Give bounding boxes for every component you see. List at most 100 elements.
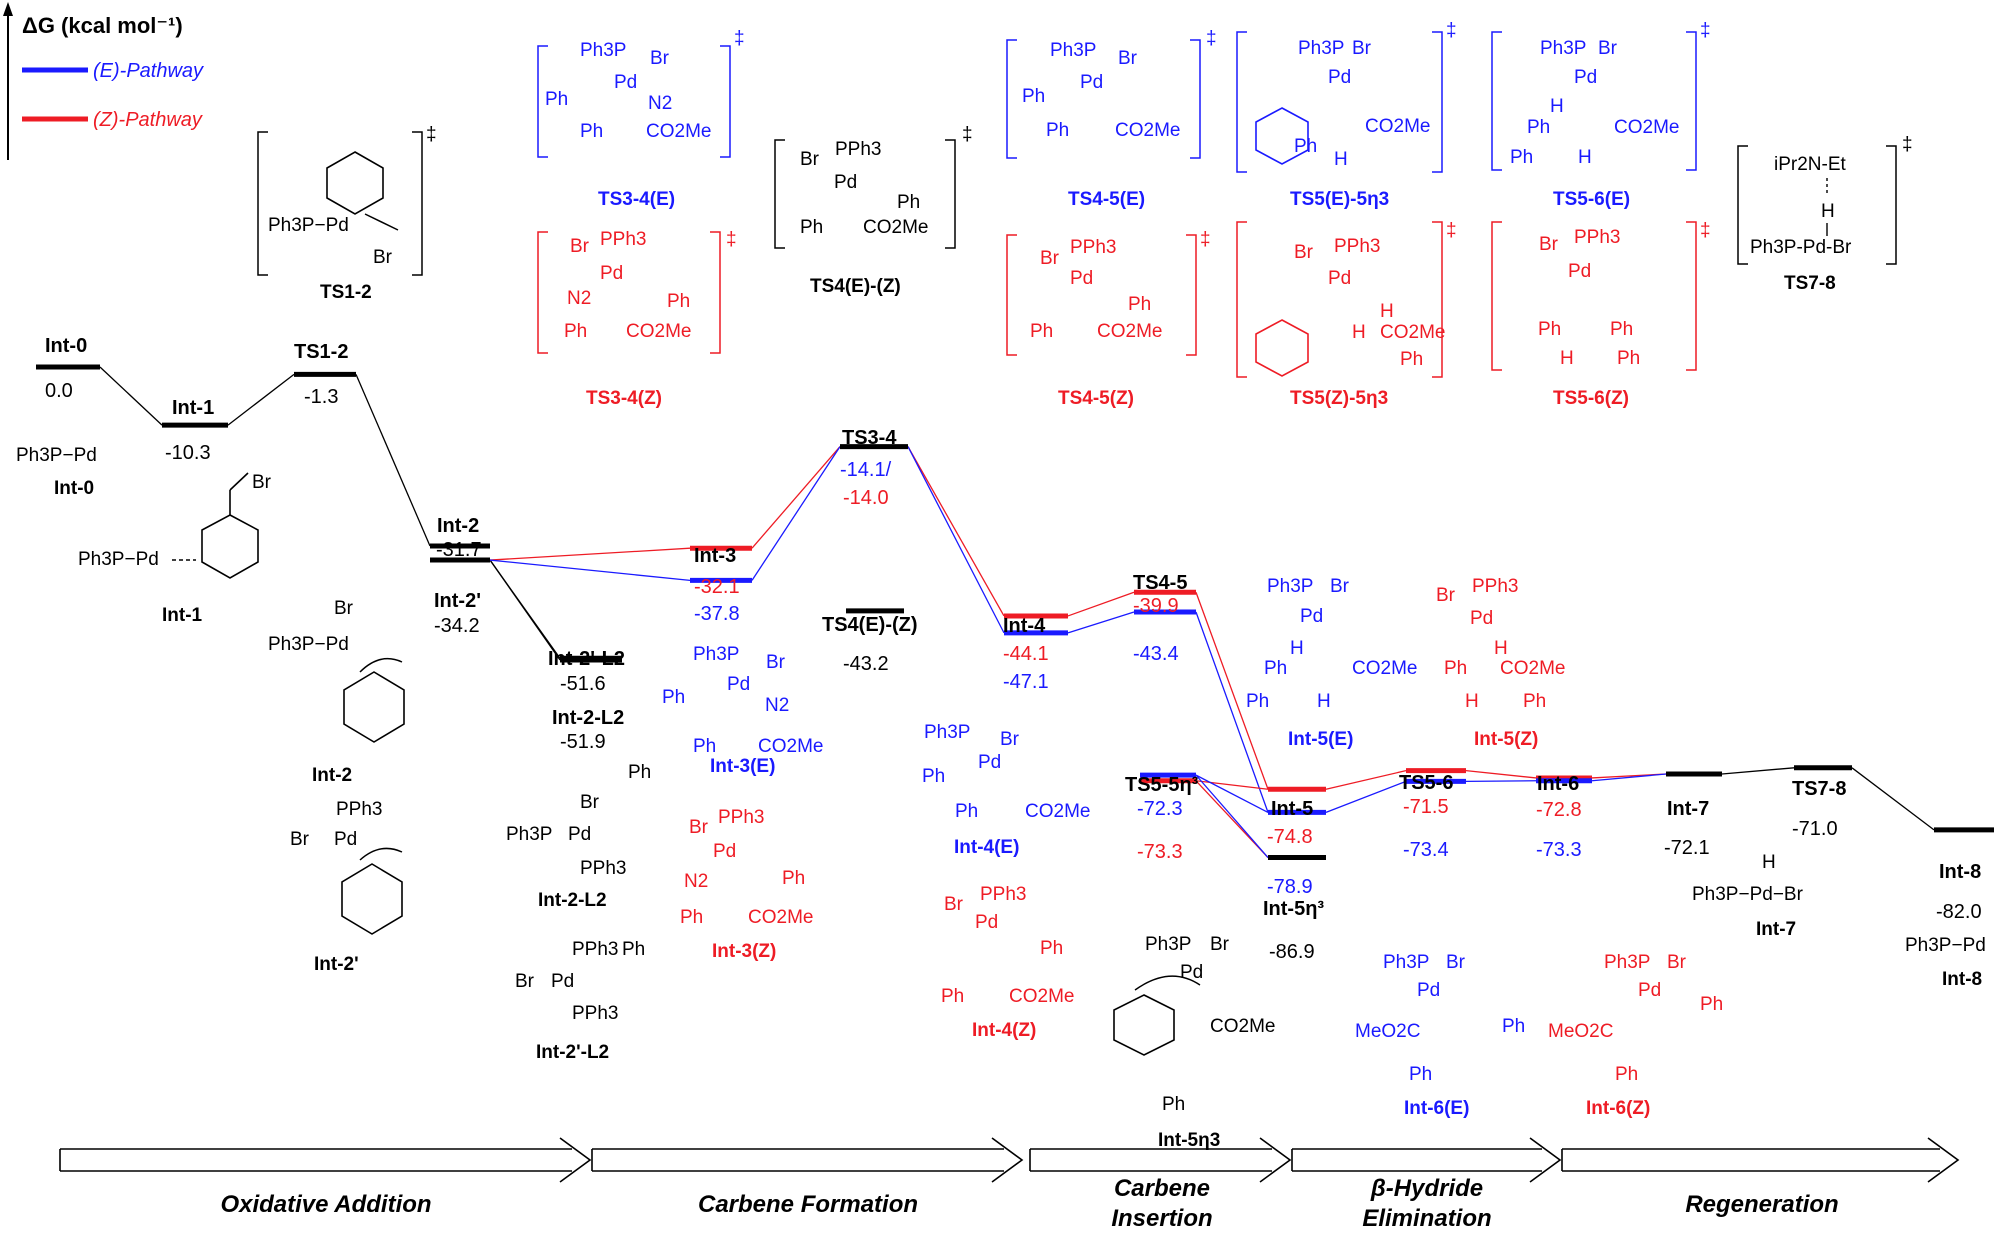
- energy-levels: [36, 364, 1994, 861]
- svg-text:H: H: [1380, 301, 1394, 322]
- svg-text:H: H: [1465, 691, 1479, 712]
- svg-text:Ph: Ph: [941, 986, 964, 1007]
- svg-text:Pd: Pd: [1328, 268, 1351, 289]
- structure-int1: Ph3P−Pd Br Int-1: [78, 472, 272, 626]
- svg-text:CO2Me: CO2Me: [1614, 117, 1679, 138]
- svg-text:Pd: Pd: [568, 824, 591, 845]
- svg-text:Ph: Ph: [693, 736, 716, 757]
- value-int1: -10.3: [165, 442, 211, 464]
- svg-text:Int-0: Int-0: [54, 478, 94, 499]
- stage-label-oxidative-addition: Oxidative Addition: [220, 1191, 431, 1218]
- svg-text:Ph: Ph: [1030, 321, 1053, 342]
- svg-text:Br: Br: [334, 598, 354, 619]
- svg-text:MeO2C: MeO2C: [1355, 1021, 1420, 1042]
- connector-int-2p-int-3-e: [489, 559, 691, 582]
- svg-text:PPh3: PPh3: [336, 799, 382, 820]
- label-ts45: TS4-5: [1133, 572, 1187, 594]
- svg-text:Br: Br: [1330, 576, 1350, 597]
- svg-text:Ph: Ph: [1162, 1094, 1185, 1115]
- svg-text:Ph: Ph: [1294, 136, 1317, 157]
- svg-text:TS3-4(Z): TS3-4(Z): [586, 388, 662, 409]
- value-ts4ez: -43.2: [843, 653, 889, 675]
- svg-text:Ph: Ph: [680, 907, 703, 928]
- connector-int-5-z-ts5-6-z: [1325, 769, 1407, 790]
- svg-text:Ph: Ph: [1523, 691, 1546, 712]
- label-int7: Int-7: [1667, 798, 1709, 820]
- svg-text:Int-2: Int-2: [312, 765, 352, 786]
- svg-text:PPh3: PPh3: [718, 807, 764, 828]
- svg-text:Ph3P: Ph3P: [1267, 576, 1313, 597]
- ts-structure-ts45z: ‡ Br PPh3 Pd Ph Ph CO2Me TS4-5(Z): [1006, 229, 1211, 409]
- svg-text:Br: Br: [1210, 934, 1230, 955]
- stage-label-bhydride-2: Elimination: [1362, 1205, 1491, 1232]
- svg-text:TS4-5(E): TS4-5(E): [1068, 189, 1145, 210]
- label-int2l2: Int-2-L2: [552, 707, 624, 729]
- label-ts34: TS3-4: [842, 427, 897, 449]
- connector-int-4-e-ts4-5-e: [1067, 611, 1135, 634]
- svg-text:Ph: Ph: [800, 217, 823, 238]
- svg-text:Pd: Pd: [1300, 606, 1323, 627]
- value-int7: -72.1: [1664, 837, 1710, 859]
- svg-text:‡: ‡: [1206, 28, 1217, 49]
- svg-text:PPh3: PPh3: [1070, 237, 1116, 258]
- label-ts55h3: TS5-5η³: [1125, 774, 1199, 796]
- svg-text:TS5(Z)-5η3: TS5(Z)-5η3: [1290, 388, 1388, 409]
- svg-text:H: H: [1550, 96, 1564, 117]
- value-int2pl2: -51.6: [560, 673, 606, 695]
- svg-text:Br: Br: [373, 247, 393, 268]
- stage-arrow-2: [1029, 1137, 1292, 1183]
- structure-int2l2: Br Ph Ph3P Pd PPh3 Int-2-L2: [506, 762, 651, 911]
- value-ts45e: -43.4: [1133, 643, 1179, 665]
- structure-int6e: Ph3P Br Pd MeO2C Ph Ph Int-6(E): [1355, 952, 1525, 1119]
- svg-text:Ph3P: Ph3P: [1298, 38, 1344, 59]
- svg-text:Pd: Pd: [834, 172, 857, 193]
- svg-text:Ph3P: Ph3P: [1540, 38, 1586, 59]
- svg-text:Pd: Pd: [1070, 268, 1093, 289]
- svg-text:TS4-5(Z): TS4-5(Z): [1058, 388, 1134, 409]
- svg-text:‡: ‡: [734, 28, 745, 49]
- ts-structure-ts12: ‡ Ph3P−Pd Br TS1-2: [257, 124, 437, 303]
- svg-text:Ph: Ph: [1615, 1064, 1638, 1085]
- stage-arrow-1: [591, 1137, 1024, 1183]
- svg-text:Int-2-L2: Int-2-L2: [538, 890, 607, 911]
- svg-text:‡: ‡: [1902, 134, 1913, 155]
- value-ts55h3z: -73.3: [1137, 841, 1183, 863]
- svg-text:Br: Br: [290, 829, 310, 850]
- svg-text:Pd: Pd: [978, 752, 1001, 773]
- svg-text:Ph: Ph: [662, 687, 685, 708]
- y-axis-title: ΔG (kcal mol⁻¹): [22, 13, 183, 38]
- connector-ts5-6-e-int-6-e: [1465, 780, 1537, 782]
- svg-text:‡: ‡: [1200, 229, 1211, 250]
- connector-ts4-5-z-int-5-z: [1195, 592, 1269, 790]
- connector-int-2p-int-2-l2: [489, 559, 561, 661]
- svg-text:Ph: Ph: [1246, 691, 1269, 712]
- svg-text:Ph: Ph: [628, 762, 651, 783]
- svg-text:TS1-2: TS1-2: [320, 282, 372, 303]
- legend-label-e: (E)-Pathway: [93, 60, 204, 82]
- svg-text:Int-4(Z): Int-4(Z): [972, 1020, 1036, 1041]
- label-int2: Int-2: [437, 515, 479, 537]
- connector-int-2p-int-3-z: [489, 547, 691, 561]
- svg-text:Ph: Ph: [1700, 994, 1723, 1015]
- svg-text:‡: ‡: [426, 124, 437, 145]
- value-int6z: -72.8: [1536, 799, 1582, 821]
- structure-int5e: Ph3P Br Pd H Ph CO2Me Ph H Int-5(E): [1246, 576, 1417, 750]
- value-int3e: -37.8: [694, 603, 740, 625]
- svg-text:Int-6(E): Int-6(E): [1404, 1098, 1469, 1119]
- svg-text:Ph: Ph: [1617, 348, 1640, 369]
- svg-text:Ph: Ph: [1510, 147, 1533, 168]
- svg-text:Br: Br: [1294, 242, 1314, 263]
- svg-text:Ph3P−Pd−Br: Ph3P−Pd−Br: [1692, 884, 1804, 905]
- value-int2: -31.7: [436, 539, 482, 561]
- svg-text:Br: Br: [252, 472, 272, 493]
- connector-int-7-ts7-8: [1721, 767, 1795, 775]
- svg-text:CO2Me: CO2Me: [758, 736, 823, 757]
- svg-text:Ph3P−Pd: Ph3P−Pd: [268, 215, 349, 236]
- svg-text:H: H: [1317, 691, 1331, 712]
- svg-text:H: H: [1334, 149, 1348, 170]
- svg-text:Br: Br: [1118, 48, 1138, 69]
- structure-int6z: Ph3P Br Pd Ph MeO2C Ph Int-6(Z): [1548, 952, 1723, 1119]
- svg-text:Ph: Ph: [1128, 294, 1151, 315]
- svg-text:PPh3: PPh3: [580, 858, 626, 879]
